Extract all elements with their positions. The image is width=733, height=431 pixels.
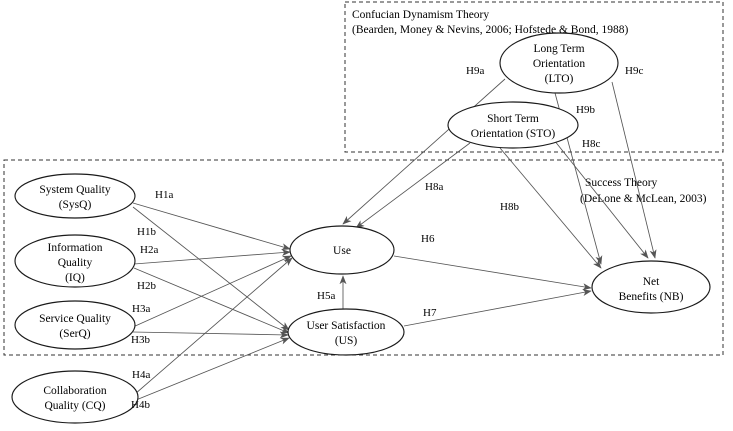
edge-label-H4b: H4b (131, 399, 150, 411)
edge-label-H9c: H9c (625, 65, 643, 77)
node-serq-line1: Service Quality (39, 313, 111, 325)
node-cq-shape (11, 370, 139, 424)
node-sysq-line1: System Quality (39, 184, 110, 196)
box-success-theory (3, 159, 724, 356)
node-us-shape (287, 308, 405, 356)
edge-H4a (134, 257, 293, 395)
edge-label-H7: H7 (423, 307, 437, 319)
edge-label-H1a: H1a (155, 189, 173, 201)
edge-label-H1b: H1b (137, 226, 156, 238)
node-serq[interactable]: Service Quality (SerQ) (14, 300, 136, 350)
node-iq[interactable]: Information Quality (IQ) (14, 234, 136, 288)
confucian-box-label-line1: Confucian Dynamism Theory (352, 9, 489, 21)
box-confucian-dynamism (344, 1, 724, 153)
success-theory-label-line2: (DeLone & McLean, 2003) (580, 193, 707, 205)
edge-label-H8b: H8b (500, 201, 519, 213)
edge-label-H6: H6 (421, 233, 435, 245)
edge-label-H3b: H3b (131, 334, 150, 346)
edge-H7 (403, 289, 592, 327)
node-iq-line1: Information (48, 242, 103, 254)
node-lto-line1: Long Term (533, 43, 584, 55)
edge-label-H8c: H8c (582, 138, 600, 150)
node-cq-line2: Quality (CQ) (44, 400, 105, 412)
edge-H4b (135, 337, 290, 401)
node-sysq[interactable]: System Quality (SysQ) (14, 173, 136, 219)
node-nb-shape (591, 260, 711, 314)
node-use[interactable]: Use (289, 225, 395, 275)
node-serq-line2: (SerQ) (59, 328, 90, 340)
edge-H1b (132, 206, 290, 331)
node-us[interactable]: User Satisfaction (US) (287, 308, 405, 356)
edge-labels-group: H1a H1b H2a H2b H3a H3b H4a H4b H5a H6 H… (131, 65, 643, 411)
edges-group (132, 78, 657, 401)
edge-H3b (132, 331, 289, 339)
node-iq-line2: Quality (58, 257, 93, 269)
node-iq-line3: (IQ) (65, 272, 85, 284)
node-iq-shape (14, 234, 136, 288)
node-us-line1: User Satisfaction (307, 320, 386, 332)
node-sysq-shape (14, 173, 136, 219)
node-lto-shape (499, 32, 619, 94)
edge-label-H2a: H2a (140, 244, 158, 256)
edge-H2a (133, 249, 291, 265)
edge-label-H9a: H9a (466, 65, 484, 77)
node-nb-line1: Net (643, 276, 660, 288)
node-nb[interactable]: Net Benefits (NB) (591, 260, 711, 314)
edge-H1a (132, 202, 291, 251)
edge-label-H9b: H9b (576, 104, 595, 116)
success-theory-label-line1: Success Theory (585, 177, 658, 189)
edge-label-H5a: H5a (317, 290, 335, 302)
node-nb-line2: Benefits (NB) (619, 291, 684, 303)
edge-label-H4a: H4a (132, 369, 150, 381)
edge-label-H2b: H2b (137, 280, 156, 292)
edge-H6 (393, 255, 592, 291)
edge-H8c (553, 139, 649, 259)
edge-H9a (342, 78, 506, 225)
nodes-group: System Quality (SysQ) Information Qualit… (11, 32, 711, 424)
node-us-line2: (US) (335, 335, 358, 347)
node-cq[interactable]: Collaboration Quality (CQ) (11, 370, 139, 424)
edge-H2b (133, 267, 290, 334)
node-lto-line2: Orientation (533, 58, 586, 70)
node-sysq-line2: (SysQ) (59, 199, 92, 211)
node-cq-line1: Collaboration (43, 385, 106, 397)
node-sto[interactable]: Short Term Orientation (STO) (447, 101, 579, 149)
node-sto-shape (447, 101, 579, 149)
node-sto-line2: Orientation (STO) (471, 128, 556, 140)
node-lto[interactable]: Long Term Orientation (LTO) (499, 32, 619, 94)
node-use-label: Use (333, 245, 351, 257)
node-serq-shape (14, 300, 136, 350)
node-use-shape (289, 225, 395, 275)
edge-H3a (132, 255, 292, 328)
edge-H8b (499, 147, 602, 269)
confucian-box-label-line2: (Bearden, Money & Nevins, 2006; Hofstede… (352, 24, 628, 36)
node-sto-line1: Short Term (487, 113, 539, 125)
edge-label-H3a: H3a (132, 303, 150, 315)
edge-label-H8a: H8a (425, 181, 443, 193)
edge-H9c (611, 81, 657, 259)
edge-H8a (355, 142, 471, 229)
node-lto-line3: (LTO) (545, 73, 574, 85)
